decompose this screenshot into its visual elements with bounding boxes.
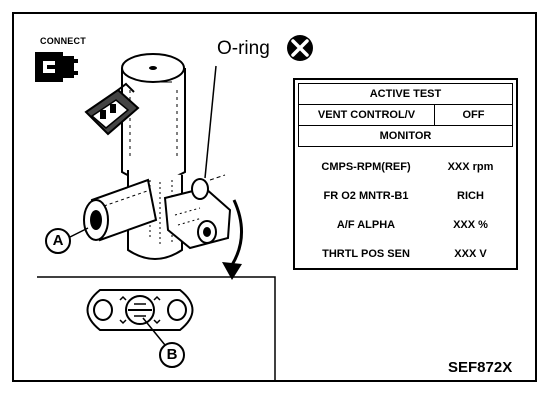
monitor-row: FR O2 MNTR-B1 RICH (301, 181, 510, 210)
active-test-title: ACTIVE TEST (369, 88, 442, 100)
rotate-arrow-icon (222, 199, 244, 280)
active-test-item-row: VENT CONTROL/V OFF (299, 105, 512, 126)
monitor-row-value: XXX rpm (447, 160, 494, 173)
monitor-row-value: XXX % (453, 218, 488, 231)
monitor-title: MONITOR (379, 130, 432, 142)
monitor-row: A/F ALPHA XXX % (301, 210, 510, 239)
monitor-row-value: RICH (457, 189, 484, 202)
o-ring-part (191, 178, 209, 200)
do-not-reuse-icon (287, 35, 313, 61)
active-test-title-row: ACTIVE TEST (299, 84, 512, 105)
monitor-row-label: FR O2 MNTR-B1 (323, 189, 409, 202)
callout-b: B (159, 342, 185, 368)
gasket-bottom-view (86, 289, 194, 346)
callout-a-leader (67, 227, 89, 239)
monitor-row: THRTL POS SEN XXX V (301, 239, 510, 268)
port-a-nipple (83, 178, 158, 242)
callout-a: A (45, 228, 71, 254)
monitor-row-label: THRTL POS SEN (322, 247, 410, 260)
monitor-title-row: MONITOR (299, 126, 512, 146)
test-item-label: VENT CONTROL/V (299, 105, 435, 125)
o-ring-label: O-ring (217, 38, 270, 59)
vent-control-valve (121, 53, 186, 182)
monitor-row-value: XXX V (454, 247, 487, 260)
monitor-row-label: A/F ALPHA (336, 218, 396, 231)
o-ring-leader-line (204, 65, 217, 179)
connect-label: CONNECT (40, 36, 86, 46)
inset-border (37, 276, 276, 382)
active-test-table: ACTIVE TEST VENT CONTROL/V OFF MONITOR (298, 83, 513, 147)
valve-connector (84, 82, 140, 136)
connect-plug-icon (35, 52, 78, 82)
figure-id: SEF872X (448, 359, 513, 376)
monitor-list: CMPS-RPM(REF) XXX rpm FR O2 MNTR-B1 RICH… (301, 152, 510, 268)
monitor-row: CMPS-RPM(REF) XXX rpm (301, 152, 510, 181)
test-item-value: OFF (462, 109, 485, 121)
monitor-row-label: CMPS-RPM(REF) (321, 160, 411, 173)
consult-screen-panel: ACTIVE TEST VENT CONTROL/V OFF MONITOR C… (293, 78, 518, 270)
